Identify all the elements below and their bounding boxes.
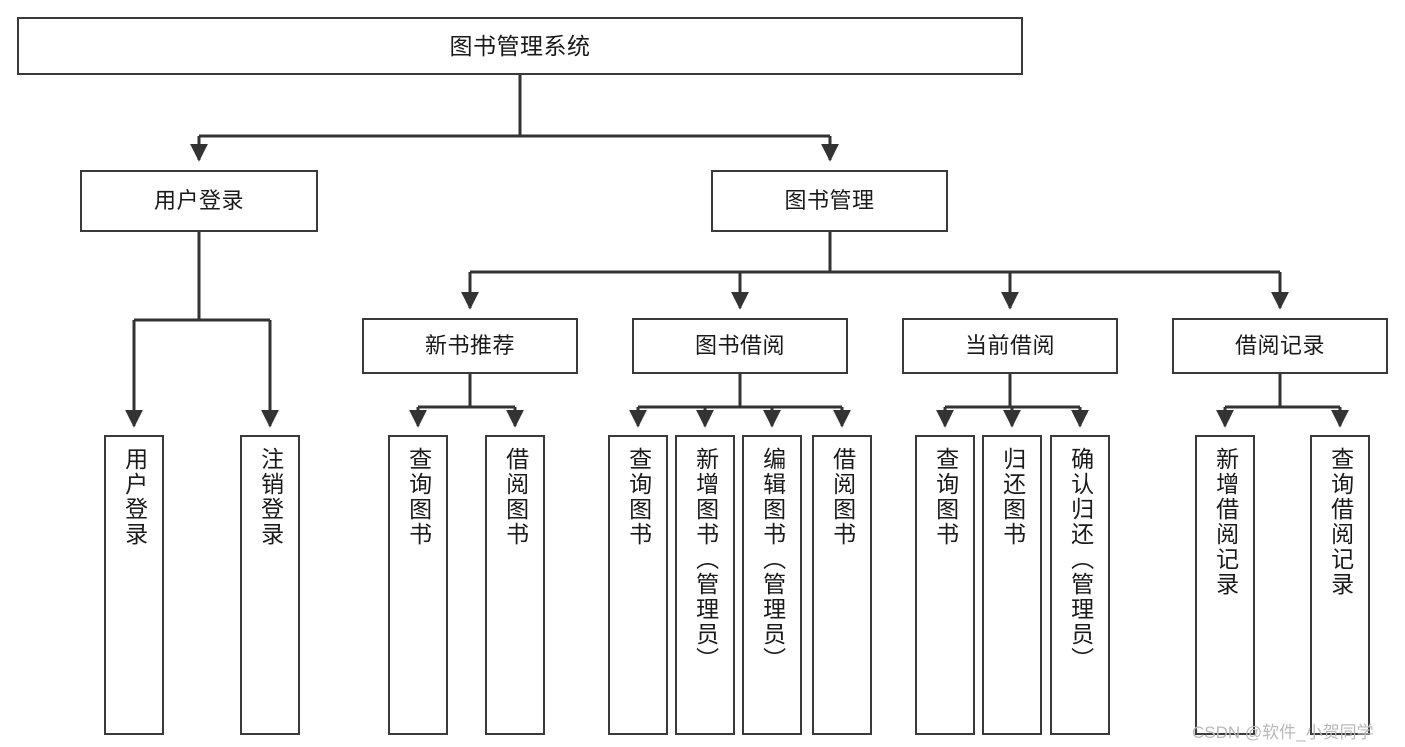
node-new-book-recommend-label: 新书推荐	[424, 333, 515, 359]
watermark: CSDN @软件_小贺同学	[1192, 723, 1374, 742]
node-new-book-recommend[interactable]: 新书推荐	[362, 318, 578, 374]
node-leaf-add-book[interactable]: 新增图书（管理员）	[675, 435, 735, 735]
node-leaf-query-book-2-label: 查询图书	[625, 447, 652, 547]
node-current-borrow[interactable]: 当前借阅	[902, 318, 1118, 374]
node-book-borrow-label: 图书借阅	[694, 333, 785, 359]
node-leaf-query-record[interactable]: 查询借阅记录	[1310, 435, 1370, 735]
node-root[interactable]: 图书管理系统	[17, 17, 1023, 75]
node-borrow-record-label: 借阅记录	[1234, 333, 1325, 359]
node-book-management-label: 图书管理	[784, 188, 875, 214]
node-user-login-label: 用户登录	[153, 188, 244, 214]
node-current-borrow-label: 当前借阅	[964, 333, 1055, 359]
node-leaf-borrow-book-1[interactable]: 借阅图书	[485, 435, 545, 735]
node-leaf-borrow-book-1-label: 借阅图书	[502, 447, 529, 547]
node-leaf-query-record-label: 查询借阅记录	[1327, 447, 1354, 597]
node-leaf-user-login[interactable]: 用户登录	[104, 435, 164, 735]
node-leaf-query-book-2[interactable]: 查询图书	[608, 435, 668, 735]
node-leaf-confirm-return-label: 确认归还（管理员）	[1067, 447, 1094, 672]
node-user-login[interactable]: 用户登录	[80, 170, 318, 232]
node-leaf-add-record-label: 新增借阅记录	[1212, 447, 1239, 597]
node-borrow-record[interactable]: 借阅记录	[1172, 318, 1388, 374]
node-leaf-query-book-3-label: 查询图书	[932, 447, 959, 547]
node-leaf-logout-label: 注销登录	[257, 447, 284, 547]
node-leaf-borrow-book-2-label: 借阅图书	[829, 447, 856, 547]
node-leaf-logout[interactable]: 注销登录	[240, 435, 300, 735]
node-leaf-add-book-label: 新增图书（管理员）	[692, 447, 719, 672]
node-leaf-borrow-book-2[interactable]: 借阅图书	[812, 435, 872, 735]
node-leaf-return-book[interactable]: 归还图书	[982, 435, 1042, 735]
node-leaf-return-book-label: 归还图书	[999, 447, 1026, 547]
node-leaf-edit-book-label: 编辑图书（管理员）	[759, 447, 786, 672]
node-leaf-user-login-label: 用户登录	[121, 447, 148, 547]
node-root-label: 图书管理系统	[449, 32, 591, 59]
node-leaf-edit-book[interactable]: 编辑图书（管理员）	[742, 435, 802, 735]
node-leaf-query-book-1[interactable]: 查询图书	[388, 435, 448, 735]
node-leaf-confirm-return[interactable]: 确认归还（管理员）	[1050, 435, 1110, 735]
node-leaf-query-book-3[interactable]: 查询图书	[915, 435, 975, 735]
node-book-management[interactable]: 图书管理	[711, 170, 948, 232]
node-leaf-query-book-1-label: 查询图书	[405, 447, 432, 547]
node-book-borrow[interactable]: 图书借阅	[632, 318, 848, 374]
node-leaf-add-record[interactable]: 新增借阅记录	[1195, 435, 1255, 735]
